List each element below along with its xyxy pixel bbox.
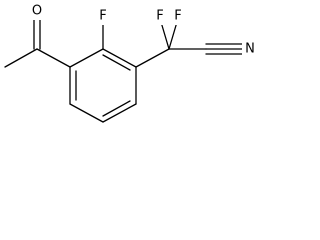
label-bg-ring-fluorine	[96, 9, 110, 25]
atom-label-cf2-fluorine-left: F	[156, 9, 163, 24]
bond-cf2-fluorine-left	[160, 21, 170, 50]
bond-ring-to-carbonyl	[36, 48, 71, 68]
atom-label-cf2-fluorine-right: F	[174, 9, 181, 24]
ring-bond-c4-c5	[69, 103, 104, 123]
ring-inner-bond-c1-c2	[102, 54, 131, 71]
bond-cf2-fluorine-right	[168, 21, 178, 50]
bond-carbonyl-to-methyl	[4, 48, 38, 68]
molecule-svg: O F F F N	[4, 4, 258, 123]
atom-label-nitrogen: N	[245, 42, 255, 57]
atom-label-ring-fluorine: F	[99, 9, 106, 24]
bond-ring-to-cf2	[135, 48, 170, 68]
ring-bond-c1-c2	[102, 48, 137, 68]
label-bg-cf2-fluorine-right	[171, 9, 185, 25]
label-bg-cf2-fluorine-left	[153, 9, 167, 25]
molecule-structure-diagram: O F F F N	[0, 0, 265, 133]
ring-bond-c2-c3	[69, 48, 104, 68]
label-bg-oxygen	[29, 4, 45, 20]
ring-bond-c5-c6	[102, 103, 137, 123]
atom-label-oxygen: O	[32, 4, 42, 19]
ring-inner-bond-c5-c6	[102, 100, 131, 117]
label-bg-nitrogen	[242, 40, 258, 58]
